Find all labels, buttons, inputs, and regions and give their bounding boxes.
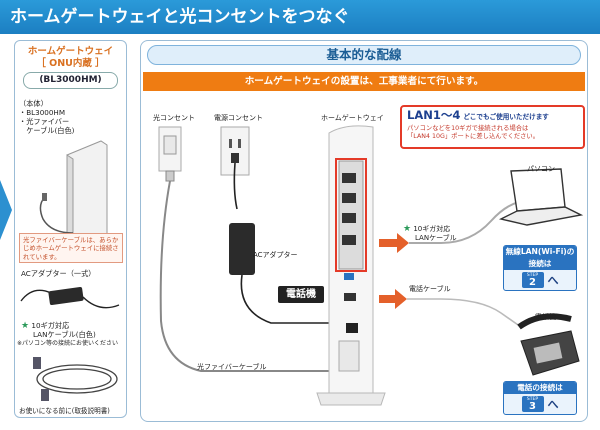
lan-plug-icon: [41, 389, 49, 401]
body-line1: ・BL3000HM: [19, 108, 66, 117]
left-title-line2: ［ ONU内蔵 ］: [36, 58, 105, 69]
body-line3: ケーブル(白色): [19, 126, 75, 135]
phone-arrow-icon: [379, 289, 407, 309]
laptop-icon: [498, 168, 584, 226]
step-badge: STEP 2: [521, 272, 544, 288]
step-badge: STEP 3: [521, 396, 544, 412]
gateway-device: [316, 125, 386, 406]
fiber-note: 光ファイバーケーブルは、あらかじめホームゲートウェイに接続されています。: [19, 233, 123, 263]
lan-cable-illustration: [33, 357, 118, 401]
wifi-step-heading: 無線LAN(Wi-Fi)の接続は: [504, 246, 576, 270]
optical-outlet-label: 光コンセント: [153, 114, 195, 122]
ac-adapter-illustration: [20, 286, 120, 309]
side-arrow-icon: [0, 180, 12, 240]
lan-cable-note: ※パソコン等の接続にお使いください: [17, 340, 119, 347]
lan-cable-label-1: ★ 10ギガ対応: [21, 321, 70, 331]
installation-notice: ホームゲートウェイの設置は、工事業者にて行います。: [143, 72, 585, 91]
left-title-line1: ホームゲートウェイ: [27, 46, 114, 57]
lan-callout-desc: パソコンなどを10ギガで接続される場合は 「LAN4 10G」ポートに差し込んで…: [407, 125, 540, 141]
wiring-diagram: [158, 125, 584, 406]
telephone-icon: [517, 313, 580, 376]
lan-plug-icon: [33, 357, 41, 369]
star-icon: ★: [403, 224, 412, 234]
wifi-step-link[interactable]: 無線LAN(Wi-Fi)の接続は STEP 2 へ: [503, 245, 577, 291]
star-icon: ★: [21, 321, 30, 331]
lan-cable-label-2: LANケーブル(白色): [33, 330, 96, 339]
gateway-illustration: [39, 140, 108, 233]
phone-step-heading: 電話の接続は: [504, 382, 576, 394]
phone-cable-label: 電話ケーブル: [409, 285, 451, 293]
left-title: ホームゲートウェイ ［ ONU内蔵 ］: [15, 46, 126, 70]
lan-cable-diagram-label-1: ★ 10ギガ対応: [403, 224, 451, 234]
ac-adapter-label: ACアダプター（一式）: [21, 269, 96, 278]
fiber-cable-label: 光ファイバーケーブル: [197, 363, 267, 371]
package-contents-panel: ホームゲートウェイ ［ ONU内蔵 ］ (BL3000HM) （本体） ・BL3…: [14, 40, 127, 418]
telephone-port-tag: 電話機: [278, 286, 324, 303]
manual-label: お使いになる前に(取扱説明書): [19, 407, 110, 415]
optical-outlet: [158, 126, 182, 182]
gateway-label: ホームゲートウェイ: [321, 114, 384, 122]
model-badge: (BL3000HM): [23, 72, 118, 89]
wiring-diagram-panel: 基本的な配線 ホームゲートウェイの設置は、工事業者にて行います。 光コンセント …: [140, 40, 588, 422]
wiring-title: 基本的な配線: [147, 45, 581, 65]
phone-step-link[interactable]: 電話の接続は STEP 3 へ: [503, 381, 577, 415]
pc-label: パソコン: [527, 165, 555, 173]
page-banner: ホームゲートウェイと光コンセントをつなぐ: [0, 0, 600, 34]
body-heading: （本体）: [19, 99, 48, 108]
body-line2: ・光ファイバー: [19, 117, 70, 126]
phone-label: 電話機: [535, 313, 556, 321]
lan-arrow-icon: [379, 233, 409, 253]
lan-cable-diagram-label-2: LANケーブル: [415, 234, 457, 242]
fiber-plug-icon: [42, 193, 47, 201]
ac-adapter-diagram-label: ACアダプター: [253, 251, 298, 259]
power-outlet-label: 電源コンセント: [214, 114, 263, 122]
ac-adapter-icon: [229, 223, 255, 275]
